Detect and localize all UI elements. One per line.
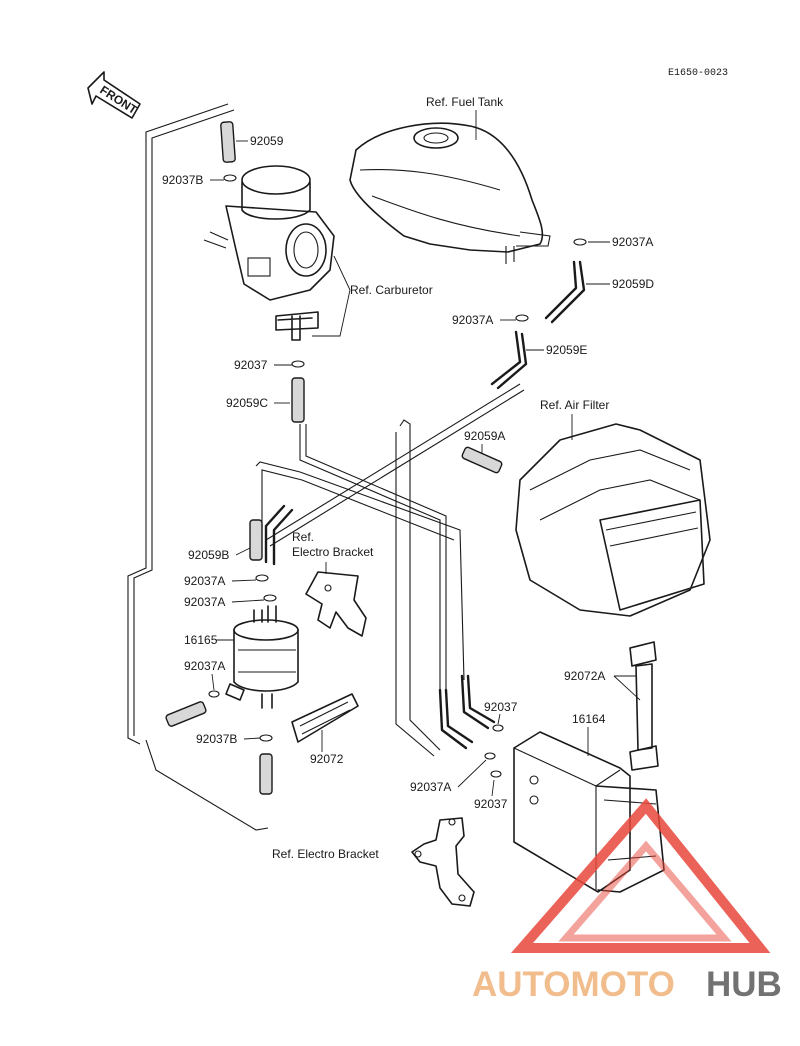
part-label-16165: 16165 (184, 633, 218, 647)
watermark-text-1: AUTOMOTO (472, 965, 675, 1004)
part-label-92037-canister-top: 92037 (484, 700, 518, 714)
electro-bracket-bottom (411, 817, 475, 907)
bracket-92072 (291, 693, 359, 743)
electro-bracket-bottom-label: Ref. Electro Bracket (272, 847, 379, 861)
clamps (208, 174, 587, 778)
part-label-92059: 92059 (250, 134, 284, 148)
part-label-92037A-3: 92037A (184, 659, 225, 673)
fuel-filter (225, 605, 299, 709)
part-label-16164: 16164 (572, 712, 606, 726)
part-label-92037A-2: 92037A (184, 595, 225, 609)
part-label-92037-canister-low: 92037 (474, 797, 508, 811)
part-label-92072: 92072 (310, 752, 344, 766)
electro-bracket-top-label-2: Electro Bracket (292, 545, 374, 559)
diagram-code: E1650-0023 (668, 68, 728, 79)
electro-bracket-top (305, 571, 367, 637)
carburetor-label: Ref. Carburetor (350, 283, 433, 297)
strap-92072A (629, 641, 659, 771)
part-label-92072A: 92072A (564, 669, 605, 683)
watermark-triangle-icon (510, 798, 771, 953)
part-label-92059C: 92059C (226, 396, 268, 410)
electro-bracket-top-label-1: Ref. (292, 530, 314, 544)
air-filter-label: Ref. Air Filter (540, 398, 609, 412)
part-label-92037A-canister: 92037A (410, 780, 451, 794)
part-label-92037A-1: 92037A (184, 574, 225, 588)
part-label-92059E: 92059E (546, 343, 587, 357)
fuel-tank-label: Ref. Fuel Tank (426, 95, 504, 109)
watermark-text-2: HUB (706, 965, 782, 1004)
part-label-92037A-mid: 92037A (452, 313, 493, 327)
front-arrow-icon: FRONT (87, 71, 141, 119)
part-label-92059B: 92059B (188, 548, 229, 562)
fuel-tank (349, 122, 551, 264)
hose-routing (127, 103, 525, 831)
air-filter (515, 423, 711, 617)
part-label-92059A: 92059A (464, 429, 505, 443)
carburetor (203, 165, 335, 341)
part-label-92059D: 92059D (612, 277, 654, 291)
part-label-92037B-low: 92037B (196, 732, 237, 746)
part-labels: 92059 92037B 92037A 92059D 92037A 92059E… (162, 134, 654, 811)
part-label-92037A-tank: 92037A (612, 235, 653, 249)
watermark: AUTOMOTO HUB (472, 798, 782, 1004)
part-label-92037-carb: 92037 (234, 358, 268, 372)
hoses (165, 121, 586, 795)
part-label-92037B-top: 92037B (162, 173, 203, 187)
